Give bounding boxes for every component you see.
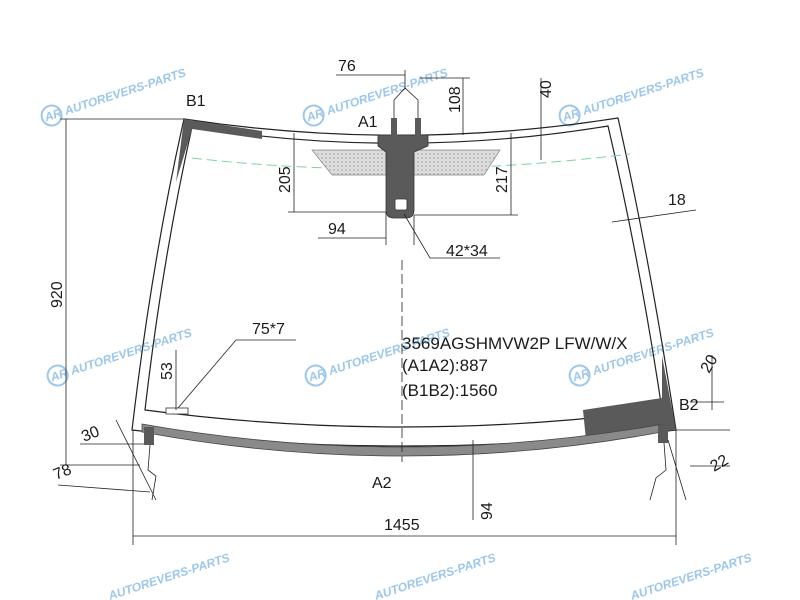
watermark-logo-icon (302, 104, 325, 127)
watermark-logo-icon (40, 104, 63, 127)
dim-205: 205 (277, 166, 294, 193)
dim-920: 920 (49, 281, 66, 308)
svg-text:AUTOREVERS-PARTS: AUTOREVERS-PARTS (580, 65, 706, 118)
watermark-8: AUTOREVERS-PARTS (372, 550, 498, 600)
b1b2-measure: (B1B2):1560 (402, 381, 497, 400)
watermark-6: AR AUTOREVERS-PARTS (568, 325, 716, 387)
dim-20: 20 (698, 352, 722, 376)
svg-text:AUTOREVERS-PARTS: AUTOREVERS-PARTS (106, 550, 232, 600)
svg-text:AR: AR (560, 106, 582, 125)
dim-30: 30 (79, 423, 102, 445)
dim-94-bottom: 94 (479, 502, 496, 520)
dim-1455: 1455 (384, 517, 420, 534)
b1-dark-band (176, 119, 262, 182)
dim-40: 40 (538, 80, 555, 98)
watermark-3: AR AUTOREVERS-PARTS (558, 65, 706, 127)
watermark-1: AR AUTOREVERS-PARTS (40, 65, 188, 127)
dim-18: 18 (668, 192, 686, 209)
part-code: 3569AGSHMVW2P LFW/W/X (402, 334, 627, 353)
svg-text:AR: AR (306, 366, 328, 385)
left-clip (144, 427, 157, 501)
dim-53: 53 (159, 362, 176, 380)
point-b2-label: B2 (679, 397, 699, 414)
watermark-logo-icon (46, 364, 69, 387)
svg-text:AR: AR (42, 106, 64, 125)
bracket-post-left (391, 118, 397, 136)
svg-text:AR: AR (304, 106, 326, 125)
svg-text:AR: AR (570, 366, 592, 385)
watermark-logo-icon (568, 364, 591, 387)
watermark-9: AUTOREVERS-PARTS (628, 550, 754, 600)
watermark-logo-icon (558, 104, 581, 127)
point-a2-label: A2 (372, 475, 392, 492)
dim-94-top: 94 (328, 221, 346, 238)
a1a2-measure: (A1A2):887 (402, 356, 488, 375)
dimension-lines (57, 74, 730, 545)
dim-78: 78 (51, 461, 74, 483)
slot-75x7 (165, 407, 189, 415)
dim-75x7: 75*7 (252, 321, 285, 338)
b2-dark-band (583, 356, 676, 440)
camera-window (394, 198, 408, 211)
bracket-post-right (415, 118, 421, 136)
point-b1-label: B1 (186, 93, 206, 110)
right-clip (649, 425, 668, 501)
dim-76: 76 (338, 58, 356, 75)
svg-text:AUTOREVERS-PARTS: AUTOREVERS-PARTS (628, 550, 754, 600)
dim-217: 217 (494, 166, 511, 193)
point-a1-label: A1 (358, 114, 378, 131)
dim-108: 108 (447, 86, 464, 113)
svg-text:AR: AR (48, 366, 70, 385)
dim-22: 22 (708, 452, 732, 476)
dim-42x34: 42*34 (446, 243, 488, 260)
watermark-logo-icon (304, 364, 327, 387)
svg-text:AUTOREVERS-PARTS: AUTOREVERS-PARTS (62, 65, 188, 118)
svg-text:AUTOREVERS-PARTS: AUTOREVERS-PARTS (372, 550, 498, 600)
watermark-7: AUTOREVERS-PARTS (106, 550, 232, 600)
